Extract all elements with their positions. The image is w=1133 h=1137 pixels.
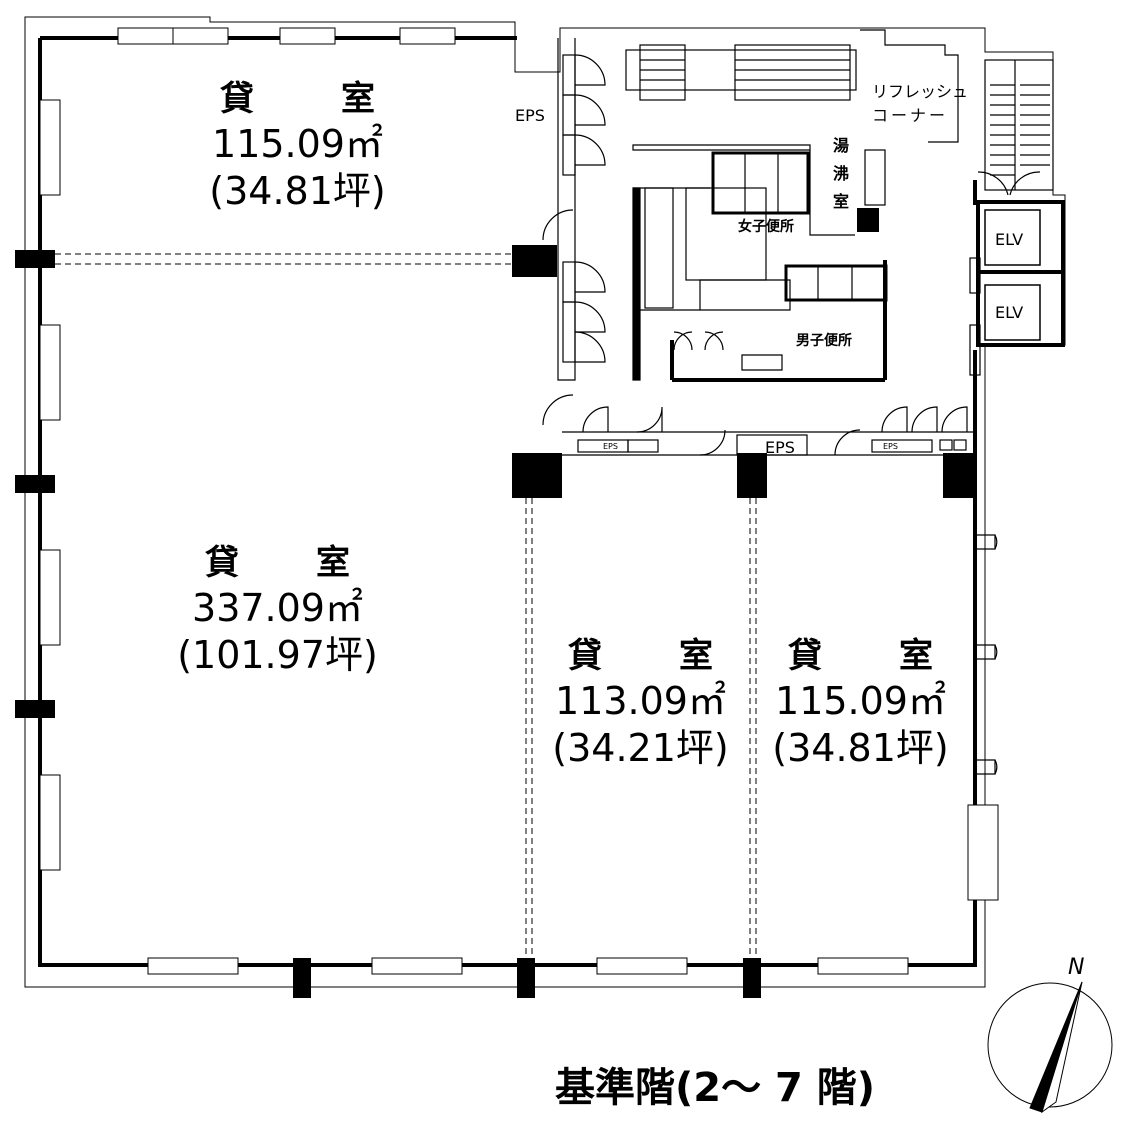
- room-tsubo: (34.81坪): [772, 726, 949, 770]
- room-tsubo: (34.21坪): [552, 726, 729, 770]
- elevator-1-label: ELV: [995, 230, 1024, 249]
- elevators: [976, 200, 1065, 347]
- eps-mid-label: EPS: [765, 438, 795, 457]
- room-char1: 貸: [205, 543, 239, 583]
- refresh-label-2: コーナー: [872, 106, 949, 125]
- elevator-2-label: ELV: [995, 303, 1024, 322]
- room-area: 337.09㎡: [192, 585, 363, 630]
- room-large-left: 貸 室 337.09㎡ (101.97坪): [170, 542, 385, 680]
- top-windows: [117, 27, 456, 45]
- eps-small-right-label: EPS: [883, 442, 898, 451]
- right-window: [967, 804, 999, 901]
- refresh-label-1: リフレッシュ: [872, 82, 969, 101]
- mens-toilet-label: 男子便所: [796, 333, 852, 349]
- room-tsubo: (34.81坪): [209, 169, 386, 213]
- room-area: 115.09㎡: [775, 678, 946, 723]
- columns: [15, 208, 973, 998]
- floor-title: 基準階(2〜 7 階): [555, 1065, 876, 1111]
- room-char1: 貸: [568, 636, 602, 676]
- outer-boundary: [24, 16, 1066, 988]
- left-windows: [39, 99, 61, 871]
- dashed-partitions: [55, 253, 757, 958]
- room-char1: 貸: [220, 79, 254, 119]
- room-char2: 室: [316, 543, 350, 583]
- yuwakashi-3: 室: [833, 192, 850, 211]
- womens-toilet-label: 女子便所: [738, 219, 794, 235]
- room-area: 113.09㎡: [555, 678, 726, 723]
- room-middle: 貸 室 113.09㎡ (34.21坪): [548, 635, 733, 773]
- eps-small-left-label: EPS: [603, 442, 618, 451]
- room-right: 貸 室 115.09㎡ (34.81坪): [768, 635, 953, 773]
- room-char2: 室: [679, 636, 713, 676]
- compass-north-label: N: [1068, 955, 1085, 980]
- yuwakashi-2: 沸: [833, 164, 850, 183]
- bottom-windows: [147, 957, 909, 975]
- room-char1: 貸: [788, 636, 822, 676]
- room-tsubo: (101.97坪): [177, 633, 378, 677]
- compass: [987, 981, 1113, 1114]
- room-char2: 室: [341, 79, 375, 119]
- room-top-left: 貸 室 115.09㎡ (34.81坪): [205, 78, 390, 216]
- room-area: 115.09㎡: [212, 121, 383, 166]
- core-walls: [542, 29, 1054, 775]
- eps-top-label: EPS: [515, 106, 545, 125]
- yuwakashi-1: 湯: [833, 136, 850, 155]
- room-char2: 室: [899, 636, 933, 676]
